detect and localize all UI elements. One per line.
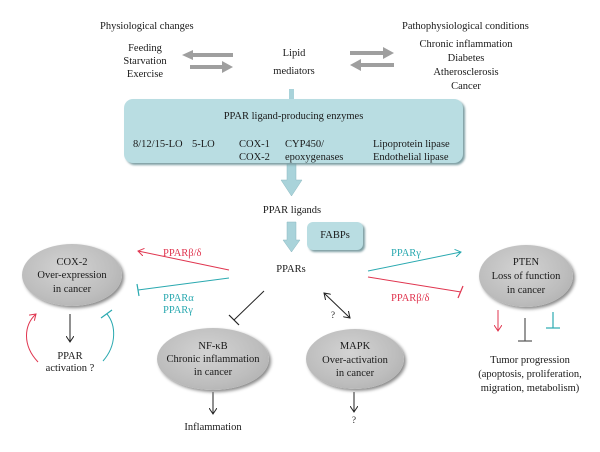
edge-ppars-to-nfkb: [233, 290, 265, 321]
edge-ppars-mapk: [324, 293, 350, 318]
mapk-line: in cancer: [335, 368, 375, 379]
ppar-ligand-producing-enzymes-box: [124, 99, 463, 163]
nfkb-node: [157, 328, 269, 390]
ppars-label: PPARs: [276, 264, 306, 275]
edge-ppars-to-cox2-teal: [137, 277, 230, 291]
mapk-node: [306, 329, 404, 389]
edge-activation-to-cox2-red: [26, 314, 39, 363]
pathophysiological-item: Chronic inflammation: [419, 39, 513, 50]
edge-ppars-to-cox2-red: [138, 251, 230, 271]
lipid-mediators-label: mediators: [273, 66, 315, 77]
nfkb-line: NF-κB: [198, 341, 228, 352]
cox2-edge-red-label: PPARβ/δ: [163, 248, 202, 259]
edge-cox2-teal-loop-bar: [100, 309, 113, 319]
pathophysiological-item: Cancer: [451, 81, 481, 92]
pten-line: in cancer: [506, 285, 546, 296]
enzyme-item: COX-2: [239, 152, 270, 163]
inflammation-label: Inflammation: [184, 422, 242, 433]
edge-ppars-to-pten-teal: [367, 252, 461, 272]
pten-edge-red-label: PPARβ/δ: [391, 293, 430, 304]
mapk-line: Over-activation: [322, 355, 388, 366]
tumor-progression-label: Tumor progression: [490, 355, 570, 366]
physiological-changes-title: Physiological changes: [100, 21, 194, 32]
ppar-activation-label: PPAR: [57, 351, 83, 362]
edge-nfkb-bar: [228, 314, 240, 326]
edge-cox2-teal-bar: [136, 283, 140, 297]
pten-line: Loss of function: [491, 271, 561, 282]
grey-arrow-right-1: [190, 61, 233, 73]
grey-arrow-right-2: [350, 47, 394, 59]
enzymes-title: PPAR ligand-producing enzymes: [223, 111, 364, 122]
physiological-item: Feeding: [128, 43, 162, 54]
ppar-activation-label: activation ?: [45, 363, 95, 374]
cox2-line: Over-expression: [37, 270, 107, 281]
edge-pten-red-bar: [457, 285, 464, 299]
pten-line: PTEN: [512, 257, 540, 268]
mapk-outcome-question: ?: [352, 415, 356, 425]
ppar-ligands-label: PPAR ligands: [262, 205, 322, 216]
mapk-line: MAPK: [339, 341, 371, 352]
edge-activation-to-cox2-teal: [102, 313, 115, 362]
grey-arrow-left-1: [182, 50, 233, 60]
nfkb-line: in cancer: [193, 367, 233, 378]
tumor-progression-detail: (apoptosis, proliferation,: [478, 369, 582, 380]
enzyme-item: CYP450/: [285, 139, 325, 150]
blue-arrow-stem-1: [289, 89, 294, 101]
pathophysiological-item: Diabetes: [447, 53, 485, 64]
cox2-node: [22, 244, 122, 306]
cox2-edge-teal-label: PPARα: [163, 293, 194, 304]
mapk-question-mark: ?: [331, 310, 335, 320]
edge-ppars-to-pten-red: [367, 276, 462, 293]
enzyme-item: COX-1: [239, 139, 270, 150]
enzyme-item: Lipoprotein lipase: [373, 139, 450, 150]
cox2-line: COX-2: [56, 257, 88, 268]
enzyme-item: epoxygenases: [285, 152, 344, 163]
blue-arrow-down-2: [282, 221, 301, 253]
enzyme-item: Endothelial lipase: [373, 152, 449, 163]
physiological-item: Exercise: [126, 69, 164, 80]
blue-arrow-down-1: [280, 162, 303, 197]
pten-edge-teal-label: PPARγ: [391, 248, 421, 259]
nfkb-line: Chronic inflammation: [166, 354, 260, 365]
grey-arrow-left-2: [350, 59, 394, 71]
enzyme-item: 8/12/15-LO: [133, 139, 183, 150]
pathophysiological-item: Atherosclerosis: [433, 67, 499, 78]
pathophysiological-title: Pathophysiological conditions: [402, 21, 529, 32]
pten-node: [479, 245, 573, 307]
lipid-mediators-label: Lipid: [282, 48, 306, 59]
tumor-progression-detail: migration, metabolism): [480, 383, 580, 394]
cox2-edge-teal-label: PPARγ: [163, 305, 193, 316]
physiological-item: Starvation: [123, 56, 167, 67]
enzyme-item: 5-LO: [192, 139, 215, 150]
fabps-label: FABPs: [320, 230, 350, 241]
cox2-line: in cancer: [52, 284, 92, 295]
fabps-box: [307, 222, 363, 250]
